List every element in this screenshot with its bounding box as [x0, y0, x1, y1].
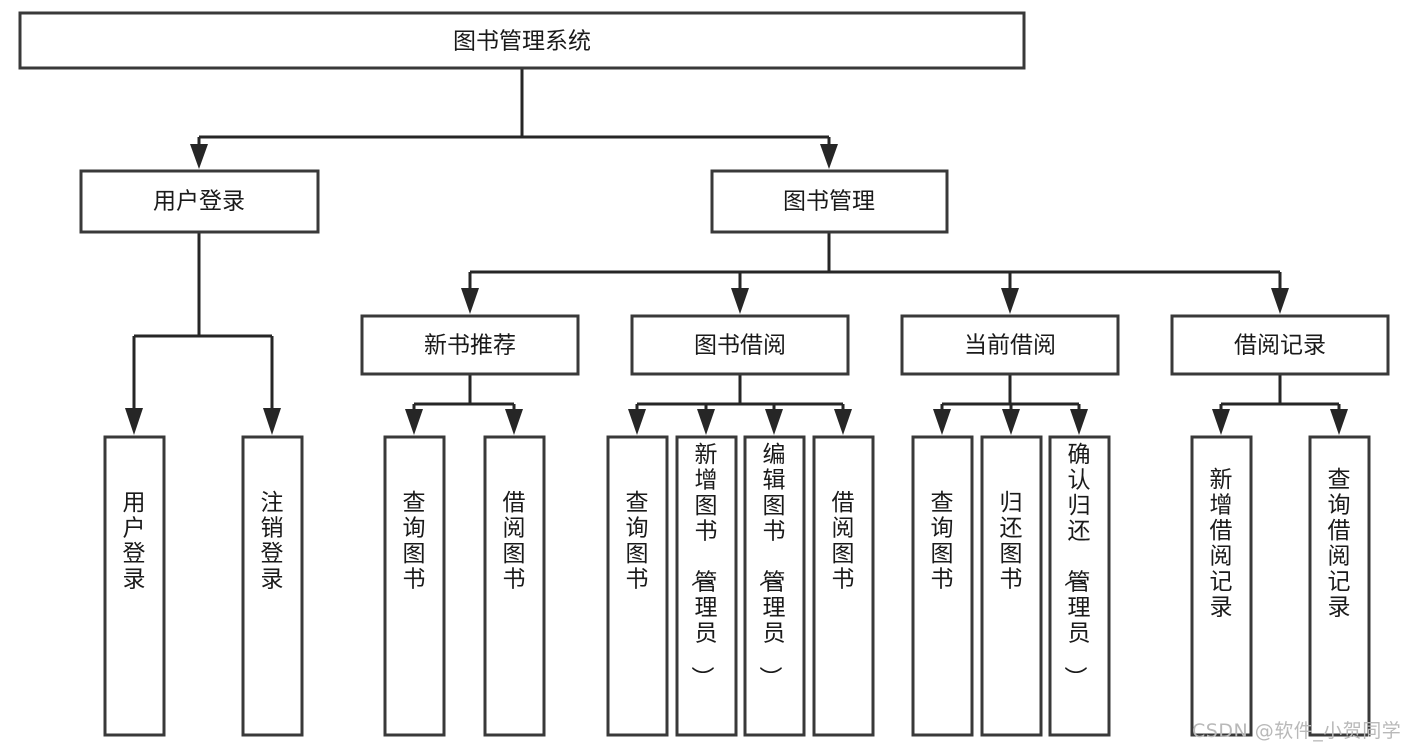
leaf-borrow-book-box[interactable]: [812, 435, 875, 737]
leaf-query-books-borrow-label: 查询图书: [626, 490, 649, 593]
edge-group-borrowrecords-to-leaves: [1212, 374, 1348, 435]
leaf-query-books-borrow[interactable]: 查询图书: [606, 435, 669, 737]
leaf-add-borrow-record-label: 新增借阅记录: [1210, 467, 1233, 621]
node-current-borrow-box[interactable]: [900, 314, 1120, 376]
leaf-edit-book-admin[interactable]: 编辑图书（管理员）: [743, 435, 806, 737]
arrowhead-user-login: [190, 144, 208, 169]
arrowhead-add-borrow-record: [1212, 409, 1230, 435]
arrowhead-add-book-admin: [697, 409, 715, 435]
leaf-logout[interactable]: 注销登录: [241, 435, 304, 737]
leaf-confirm-return-admin-label: 确认归还（管理员）: [1062, 442, 1091, 689]
leaf-query-borrow-record[interactable]: 查询借阅记录: [1308, 435, 1371, 737]
node-root[interactable]: 图书管理系统: [18, 11, 1026, 70]
node-user-login-label: 用户登录: [153, 189, 245, 215]
leaf-query-books-borrow-box[interactable]: [606, 435, 669, 737]
edge-group-newbook-to-leaves: [405, 374, 523, 435]
leaf-return-book-box[interactable]: [980, 435, 1043, 737]
leaf-borrow-books-rec-box[interactable]: [483, 435, 546, 737]
leaf-query-borrow-record-box[interactable]: [1308, 435, 1371, 737]
leaf-user-login-label: 用户登录: [123, 490, 146, 593]
node-root-box[interactable]: [18, 11, 1026, 70]
leaf-add-book-admin-label: 新增图书（管理员）: [689, 442, 718, 689]
leaf-add-borrow-record[interactable]: 新增借阅记录: [1190, 435, 1253, 737]
node-borrow-records-label: 借阅记录: [1234, 333, 1326, 359]
node-user-login[interactable]: 用户登录: [79, 169, 320, 234]
node-root-label: 图书管理系统: [453, 29, 591, 55]
arrowhead-new-book-recommend: [461, 288, 479, 314]
arrowhead-borrow-records: [1271, 288, 1289, 314]
edge-group-root-to-level2: [190, 68, 838, 169]
node-new-book-recommend-label: 新书推荐: [424, 333, 516, 359]
arrowhead-leaf-logout: [263, 408, 281, 435]
leaf-user-login-box[interactable]: [103, 435, 166, 737]
leaf-user-login[interactable]: 用户登录: [103, 435, 166, 737]
leaf-query-books-rec-label: 查询图书: [403, 490, 426, 593]
leaf-add-book-admin-box[interactable]: [675, 435, 738, 737]
arrowhead-borrow-book: [834, 409, 852, 435]
node-new-book-recommend-box[interactable]: [360, 314, 580, 376]
leaf-add-book-admin[interactable]: 新增图书（管理员）: [675, 435, 738, 737]
arrowhead-query-books-rec: [405, 409, 423, 435]
node-book-borrow[interactable]: 图书借阅: [630, 314, 850, 376]
leaf-edit-book-admin-label: 编辑图书（管理员）: [757, 442, 786, 689]
leaf-add-borrow-record-box[interactable]: [1190, 435, 1253, 737]
edge-group-currentborrow-to-leaves: [933, 374, 1088, 435]
leaf-edit-book-admin-box[interactable]: [743, 435, 806, 737]
arrowhead-return-book: [1002, 409, 1020, 435]
leaf-query-books-current-label: 查询图书: [931, 490, 954, 593]
leaf-confirm-return-admin-box[interactable]: [1048, 435, 1111, 737]
leaf-borrow-book-label: 借阅图书: [832, 490, 855, 593]
edge-group-bookmgmt-to-level3: [461, 232, 1289, 314]
leaf-query-books-rec[interactable]: 查询图书: [383, 435, 446, 737]
node-borrow-records[interactable]: 借阅记录: [1170, 314, 1390, 376]
arrowhead-confirm-return-admin: [1070, 409, 1088, 435]
node-book-borrow-box[interactable]: [630, 314, 850, 376]
leaf-borrow-book[interactable]: 借阅图书: [812, 435, 875, 737]
arrowhead-book-borrow: [731, 288, 749, 314]
arrowhead-query-borrow-record: [1330, 409, 1348, 435]
leaf-logout-box[interactable]: [241, 435, 304, 737]
node-book-management-box[interactable]: [710, 169, 949, 234]
edge-group-bookborrow-to-leaves: [628, 374, 852, 435]
node-book-borrow-label: 图书借阅: [694, 333, 786, 359]
node-new-book-recommend[interactable]: 新书推荐: [360, 314, 580, 376]
arrowhead-book-management: [820, 144, 838, 169]
arrowhead-borrow-books-rec: [505, 409, 523, 435]
leaf-confirm-return-admin[interactable]: 确认归还（管理员）: [1048, 435, 1111, 737]
leaf-query-books-current[interactable]: 查询图书: [911, 435, 974, 737]
leaf-logout-label: 注销登录: [261, 490, 284, 593]
edge-group-userlogin-to-leaves: [125, 232, 281, 435]
node-borrow-records-box[interactable]: [1170, 314, 1390, 376]
leaf-borrow-books-rec[interactable]: 借阅图书: [483, 435, 546, 737]
node-book-management[interactable]: 图书管理: [710, 169, 949, 234]
arrowhead-query-books-borrow: [628, 409, 646, 435]
arrowhead-edit-book-admin: [765, 409, 783, 435]
leaf-borrow-books-rec-label: 借阅图书: [503, 490, 526, 593]
node-user-login-box[interactable]: [79, 169, 320, 234]
leaf-return-book-label: 归还图书: [1000, 490, 1023, 593]
leaf-query-borrow-record-label: 查询借阅记录: [1328, 467, 1351, 621]
arrowhead-current-borrow: [1001, 288, 1019, 314]
leaf-query-books-current-box[interactable]: [911, 435, 974, 737]
arrowhead-query-books-current: [933, 409, 951, 435]
leaf-query-books-rec-box[interactable]: [383, 435, 446, 737]
node-current-borrow[interactable]: 当前借阅: [900, 314, 1120, 376]
leaf-return-book[interactable]: 归还图书: [980, 435, 1043, 737]
node-book-management-label: 图书管理: [783, 189, 875, 215]
arrowhead-leaf-user-login: [125, 408, 143, 435]
node-current-borrow-label: 当前借阅: [964, 333, 1056, 359]
